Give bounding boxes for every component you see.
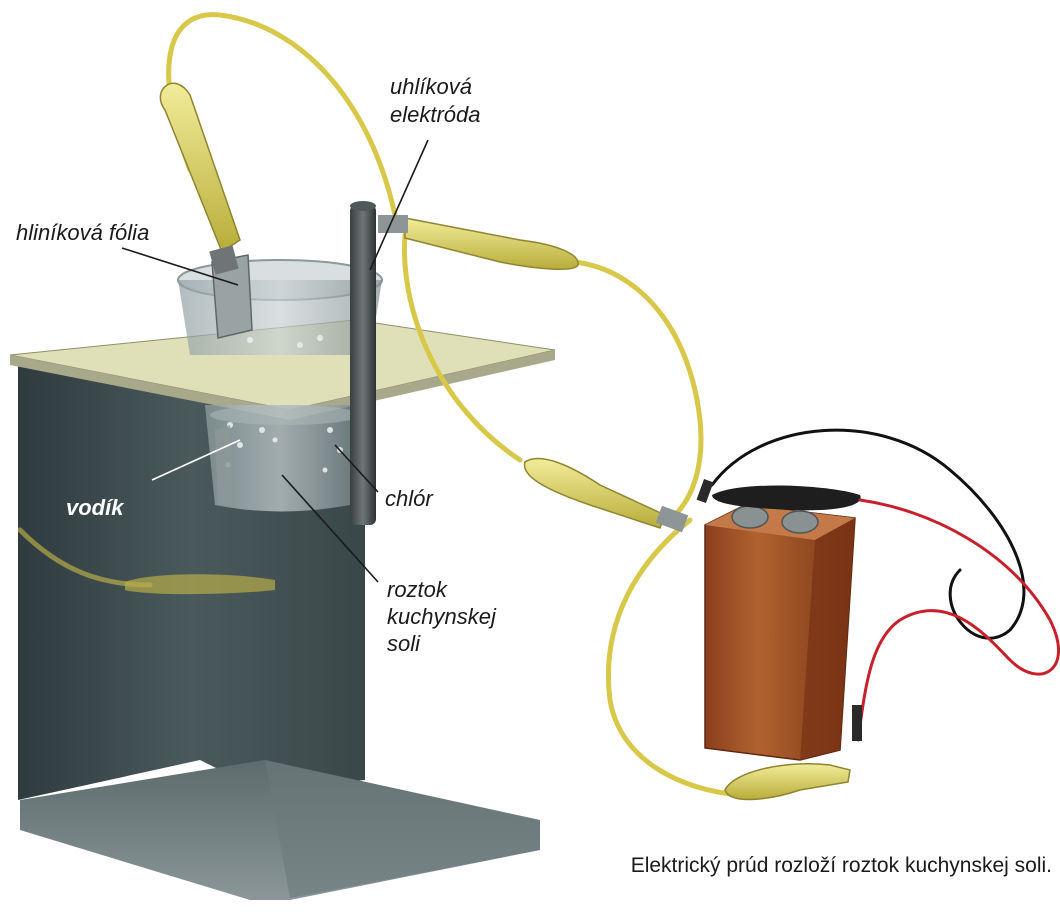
- figure-caption: Elektrický prúd rozloží roztok kuchynske…: [631, 854, 1052, 877]
- battery-side: [800, 518, 855, 760]
- battery-terminal-left: [731, 505, 769, 529]
- stand-base-edge: [265, 760, 540, 898]
- clips: [125, 82, 851, 801]
- battery-leads: [696, 428, 1060, 742]
- clip-battery-negative: [724, 762, 851, 801]
- black-lead: [710, 428, 1026, 640]
- clip-battery-positive: [523, 457, 666, 529]
- wire-carbon-to-battery: [572, 259, 704, 518]
- leader-chlorine: [334, 444, 379, 493]
- leader-carbon: [369, 139, 429, 271]
- leader-foil: [121, 247, 239, 286]
- stand-top-edge: [10, 350, 555, 420]
- red-lead: [856, 498, 1060, 742]
- leader-lines: [121, 139, 429, 583]
- label-carbon-electrode-2: elektróda: [390, 102, 481, 127]
- clip-stand-inside: [125, 574, 275, 595]
- label-carbon-electrode-1: uhlíková: [390, 74, 472, 99]
- clip-battery-positive-jaw: [655, 505, 689, 533]
- red-lead-plug: [852, 705, 862, 741]
- label-solution-1: roztok: [387, 577, 448, 602]
- clip-carbon-jaw: [378, 215, 408, 233]
- label-hydrogen: vodík: [66, 495, 125, 520]
- wire-foil-loop: [401, 232, 523, 463]
- battery-snap-connector: [712, 485, 861, 511]
- leader-hydrogen: [151, 439, 241, 481]
- wire-lower-loop: [606, 517, 743, 798]
- clip-foil-jaw: [209, 245, 239, 275]
- carbon-electrode: [350, 201, 376, 525]
- battery: [704, 485, 861, 761]
- beaker-water-surface: [210, 405, 360, 425]
- label-chlorine: chlór: [385, 486, 434, 511]
- black-lead-plug: [696, 478, 714, 504]
- label-solution-3: soli: [387, 631, 421, 656]
- clip-foil: [159, 82, 241, 254]
- battery-terminal-right: [781, 510, 819, 534]
- label-aluminium-foil: hliníková fólia: [16, 220, 149, 245]
- yellow-wires: [17, 12, 743, 798]
- beaker-lower-body: [205, 405, 355, 512]
- clip-carbon: [404, 217, 579, 271]
- wire-foil-top: [166, 12, 398, 218]
- leader-solution: [281, 474, 379, 583]
- label-solution-2: kuchynskej: [387, 604, 497, 629]
